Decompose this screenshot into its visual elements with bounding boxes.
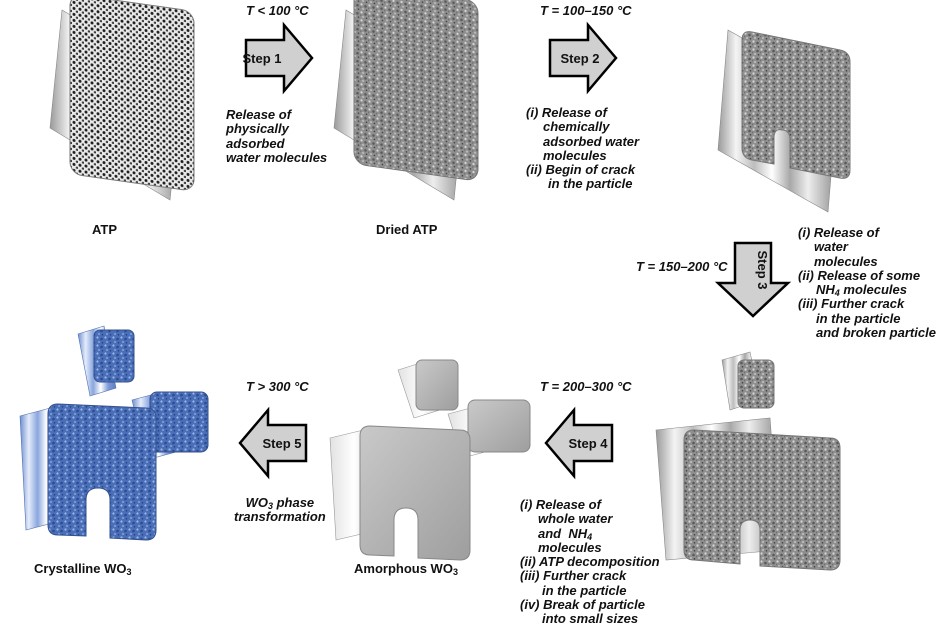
amorphous-label-sub: 3: [452, 567, 458, 577]
step-2-note-line: in the particle: [548, 176, 633, 192]
step-1-label: Step 1: [242, 51, 281, 66]
particle-crystalline: [19, 325, 209, 541]
wo-subscript: 3: [267, 501, 273, 511]
step-4-note-line: molecules: [538, 539, 602, 555]
step-3-notes: (i) Release of water molecules (ii) Rele…: [798, 225, 936, 341]
step-5-note-line: WO3 phase: [234, 495, 326, 511]
step-2-note-line: (i) Release of: [526, 105, 607, 120]
step-3-note-line: and broken particle: [816, 325, 936, 341]
crystalline-wo3-label: Crystalline WO3: [34, 561, 132, 577]
step-2-note-line: molecules: [543, 147, 607, 163]
step-3-label: Step 3: [755, 250, 770, 289]
step-1-notes: Release of physically adsorbed water mol…: [226, 107, 328, 165]
step-3-note-line: (i) Release of: [798, 225, 879, 240]
crystalline-label-sub: 3: [126, 567, 132, 577]
step-5-note-line: transformation: [234, 509, 326, 525]
step-1-note-line: adsorbed: [226, 135, 285, 151]
step-5-temperature: T > 300 °C: [246, 379, 309, 394]
step-2-note-line: adsorbed water: [543, 133, 640, 149]
step-2-notes: (i) Release of chemically adsorbed water…: [526, 105, 640, 192]
step-4-notes: (i) Release of whole water and NH4 molec…: [520, 497, 660, 627]
step-5-label: Step 5: [262, 436, 301, 451]
step-3-note-nh4: NH4 molecules: [816, 282, 907, 299]
atp-label: ATP: [92, 222, 118, 237]
step-3-note-line: molecules: [814, 253, 878, 269]
step-4-note-line: (iii) Further crack: [520, 568, 627, 584]
phase-text: phase: [272, 495, 315, 510]
step-4-temperature: T = 200–300 °C: [540, 379, 632, 394]
step-2-arrow: Step 2: [548, 21, 618, 95]
step-4-note-line: (i) Release of: [520, 497, 601, 512]
amorphous-label-text: Amorphous WO: [354, 561, 453, 576]
step-4-label: Step 4: [568, 436, 608, 451]
step-2-note-line: (ii) Begin of crack: [526, 162, 636, 178]
step-3-note-line: (ii) Release of some: [798, 267, 921, 283]
step-1-note-line: Release of: [226, 107, 292, 122]
step-3-note-line: (iii) Further crack: [798, 296, 905, 312]
wo-text: WO: [245, 495, 268, 510]
step-5-notes: WO3 phase transformation: [234, 495, 326, 525]
step-5-arrow: Step 5: [238, 406, 308, 480]
particle-amorphous: [329, 359, 531, 561]
step-4-note-line: (ii) ATP decomposition: [520, 554, 660, 570]
step-4-arrow: Step 4: [544, 406, 614, 480]
step-3-note-line: water: [814, 239, 848, 255]
step-2-temperature: T = 100–150 °C: [540, 3, 632, 18]
step-2-note-line: chemically: [543, 119, 610, 135]
step-3-arrow: Step 3: [714, 241, 792, 318]
step-3-temperature: T = 150–200 °C: [636, 259, 728, 274]
particle-dried-atp: [333, 0, 479, 201]
step-1-note-line: water molecules: [226, 149, 328, 165]
step-1-arrow: Step 1: [242, 21, 314, 95]
dried-atp-label: Dried ATP: [376, 222, 438, 237]
step-4-note-line: whole water: [538, 511, 613, 527]
particle-broken: [655, 351, 841, 571]
step-3-note-line: in the particle: [816, 310, 901, 326]
particle-cracked: [717, 29, 851, 213]
amorphous-wo3-label: Amorphous WO3: [354, 561, 458, 577]
crystalline-label-text: Crystalline WO: [34, 561, 127, 576]
step-1-temperature: T < 100 °C: [246, 3, 309, 18]
step-4-note-line: (iv) Break of particle: [520, 597, 645, 613]
step-4-note-nh4: and NH4: [538, 525, 593, 542]
particle-atp: [49, 0, 195, 201]
step-2-label: Step 2: [560, 51, 599, 66]
step-4-note-line: into small sizes: [542, 611, 639, 627]
step-4-note-line: in the particle: [542, 582, 627, 598]
step-1-note-line: physically: [226, 121, 289, 137]
